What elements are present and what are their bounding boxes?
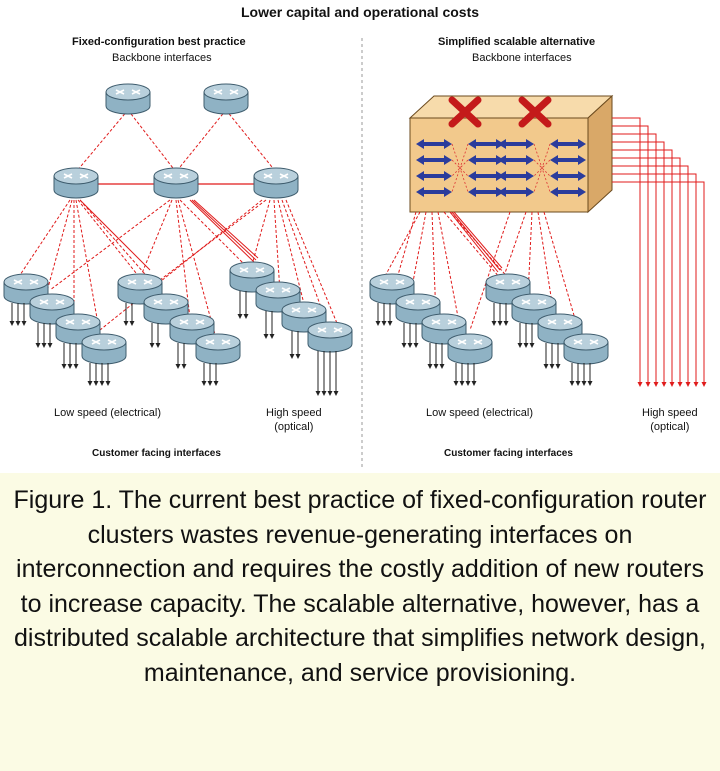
router-icon [307,321,353,353]
left-backbone-label: Backbone interfaces [112,52,212,64]
router-icon [53,167,99,199]
arrow-icon [416,139,586,197]
router-icon [195,333,241,365]
right-high-speed-line1: High speed [642,407,698,419]
left-high-speed-line2: (optical) [274,421,314,433]
left-customer-label: Customer facing interfaces [92,448,221,459]
left-high-speed-label: High speed (optical) [266,406,322,434]
left-high-speed-line1: High speed [266,407,322,419]
right-port-arrows [375,303,593,386]
right-high-speed-links [612,117,707,387]
router-icon [153,167,199,199]
left-port-arrows [9,291,339,396]
router-icon [203,83,249,115]
figure-caption: Figure 1. The current best practice of f… [13,486,707,687]
router-icon [253,167,299,199]
diagram-canvas [3,38,707,470]
left-links [19,109,347,346]
right-high-speed-label: High speed (optical) [642,406,698,434]
right-high-speed-line2: (optical) [650,421,690,433]
left-low-speed-label: Low speed (electrical) [54,407,161,419]
right-customer-label: Customer facing interfaces [444,448,573,459]
right-backbone-label: Backbone interfaces [472,52,572,64]
network-diagram: Lower capital and operational costs Fixe… [3,4,707,470]
figure-caption-box: Figure 1. The current best practice of f… [0,473,720,771]
x-mark-icon [448,96,552,128]
right-panel-title: Simplified scalable alternative [438,36,596,48]
right-low-speed-label: Low speed (electrical) [426,407,533,419]
router-icon [563,333,609,365]
left-high-speed-links [79,199,259,271]
switch-chassis-icon [408,94,614,214]
diagram-title: Lower capital and operational costs [240,4,480,20]
router-icon [81,333,127,365]
router-icon [447,333,493,365]
left-panel-title: Fixed-configuration best practice [72,36,246,48]
router-icon [105,83,151,115]
